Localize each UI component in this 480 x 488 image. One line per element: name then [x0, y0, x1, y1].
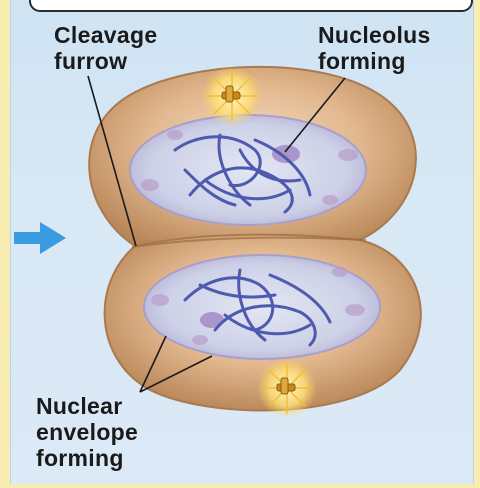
leader-line-nuclear-2: [139, 355, 213, 393]
arrow-right-icon: [14, 222, 66, 254]
label-nucleolus-forming: Nucleolus forming: [318, 22, 431, 74]
lower-nucleus: [143, 254, 381, 360]
centrosome-icon: [257, 358, 317, 418]
upper-chromatin: [173, 133, 312, 214]
leader-line-nuclear-1: [139, 335, 167, 393]
nucleolus: [272, 145, 300, 163]
upper-nucleus: [129, 114, 367, 226]
label-nuclear-envelope-forming: Nuclear envelope forming: [36, 393, 139, 471]
leader-line-nucleolus: [284, 77, 346, 153]
cleavage-furrow: [131, 236, 367, 248]
leader-line-cleavage: [87, 75, 137, 247]
nucleolus: [200, 312, 224, 328]
label-cleavage-furrow: Cleavage furrow: [54, 22, 158, 74]
lower-chromatin: [183, 268, 332, 347]
centrosome-icon: [202, 66, 262, 126]
